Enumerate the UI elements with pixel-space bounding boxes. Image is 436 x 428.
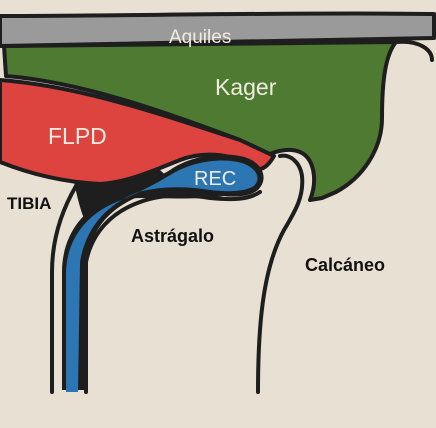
astragalo-label: Astrágalo [131,226,215,246]
rec-label: REC [194,168,237,190]
kager-label: Kager [215,74,277,100]
kager-fat-pad [2,40,398,202]
joint-capsule-tissue [74,170,224,232]
calcaneo-label: Calcáneo [305,255,386,275]
calcaneus-outline [256,153,305,394]
heel-outline [394,39,434,62]
tibia-label: TIBIA [7,194,52,213]
tibia-outline [50,184,78,394]
aquiles-label: Aquiles [169,27,232,48]
talus-outline [84,190,262,394]
flpd-label: FLPD [48,123,107,149]
rec-recess [66,160,258,392]
achilles-tendon [0,11,436,48]
